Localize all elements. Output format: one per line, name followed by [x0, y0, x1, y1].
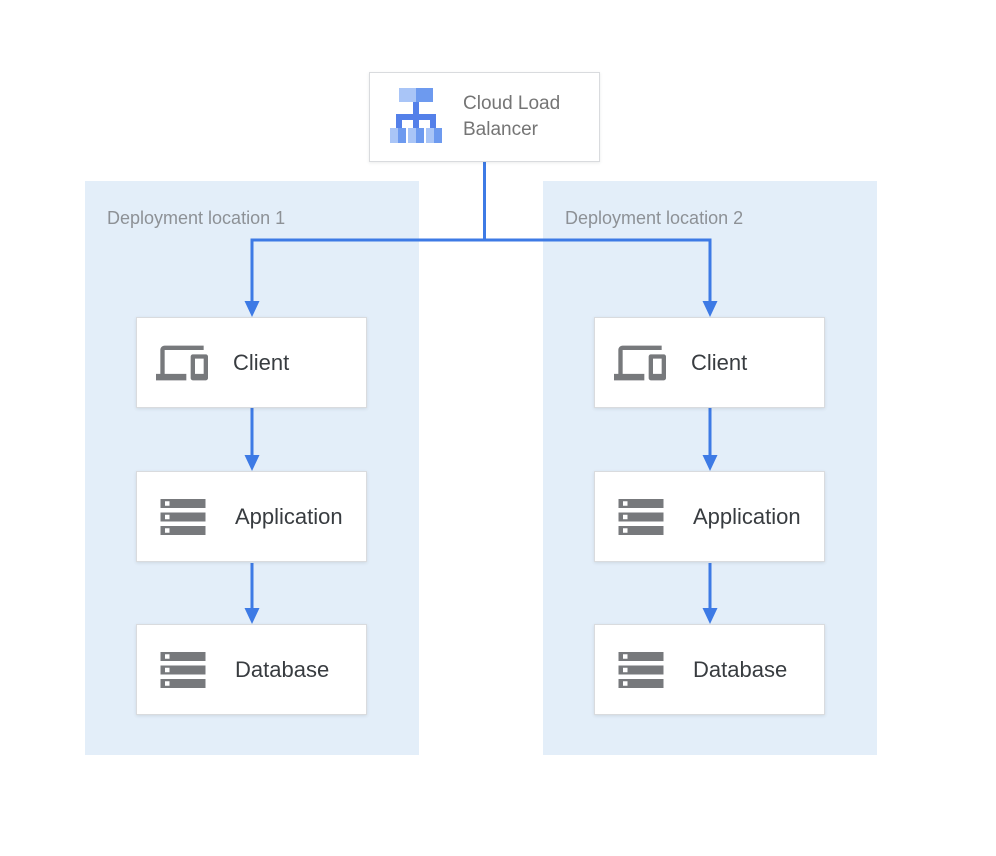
- node-database-1: Database: [136, 624, 367, 715]
- node-label: Application: [693, 503, 801, 529]
- node-label: Database: [235, 656, 330, 682]
- node-client-2: Client: [594, 317, 825, 408]
- node-label: Client: [233, 349, 290, 375]
- server-stack-icon: [156, 490, 210, 544]
- panel-title: Deployment location 2: [565, 208, 744, 228]
- node-label: Application: [235, 503, 343, 529]
- server-stack-icon: [614, 643, 668, 697]
- deployment-location-1-panel: Deployment location 1 Client Application…: [85, 181, 419, 755]
- node-cloud-load-balancer: Cloud Load Balancer: [369, 72, 600, 162]
- node-label: Database: [693, 656, 788, 682]
- deployment-location-2-panel: Deployment location 2 Client Application…: [543, 181, 877, 755]
- node-application-1: Application: [136, 471, 367, 562]
- devices-icon: [156, 337, 208, 389]
- server-stack-icon: [614, 490, 668, 544]
- panel-title: Deployment location 1: [107, 208, 286, 228]
- node-database-2: Database: [594, 624, 825, 715]
- devices-icon: [614, 337, 666, 389]
- load-balancer-icon: [386, 85, 446, 150]
- node-application-2: Application: [594, 471, 825, 562]
- node-client-1: Client: [136, 317, 367, 408]
- node-label: Cloud Load Balancer: [463, 93, 561, 140]
- node-label: Client: [691, 349, 748, 375]
- server-stack-icon: [156, 643, 210, 697]
